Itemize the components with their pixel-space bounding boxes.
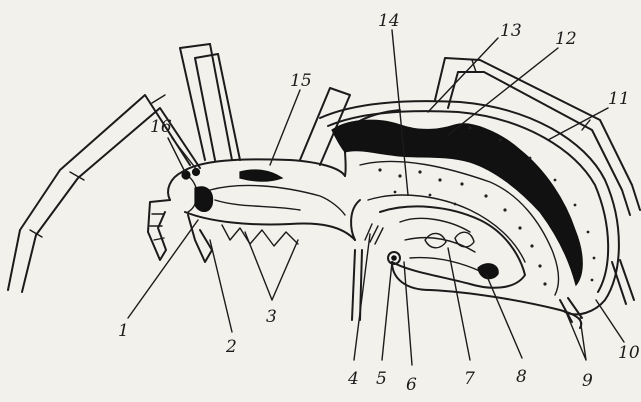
label-15: 15 bbox=[290, 71, 312, 91]
label-14: 14 bbox=[378, 11, 400, 31]
book-lung bbox=[365, 224, 383, 244]
label-16: 16 bbox=[150, 117, 172, 137]
label-7: 7 bbox=[464, 369, 475, 389]
label-13: 13 bbox=[500, 21, 522, 41]
cephalothorax bbox=[182, 159, 355, 246]
abdomen bbox=[320, 101, 619, 328]
label-4: 4 bbox=[347, 369, 359, 389]
label-3: 3 bbox=[266, 307, 277, 327]
pedicel-lower bbox=[351, 200, 360, 240]
label-5: 5 bbox=[376, 369, 387, 389]
label-12: 12 bbox=[555, 29, 577, 49]
label-6: 6 bbox=[406, 375, 417, 395]
label-8: 8 bbox=[516, 367, 527, 387]
label-9: 9 bbox=[582, 371, 593, 391]
label-2: 2 bbox=[225, 337, 237, 357]
label-10: 10 bbox=[618, 343, 640, 363]
label-1: 1 bbox=[118, 321, 129, 341]
heart bbox=[332, 120, 582, 285]
label-11: 11 bbox=[608, 89, 630, 109]
